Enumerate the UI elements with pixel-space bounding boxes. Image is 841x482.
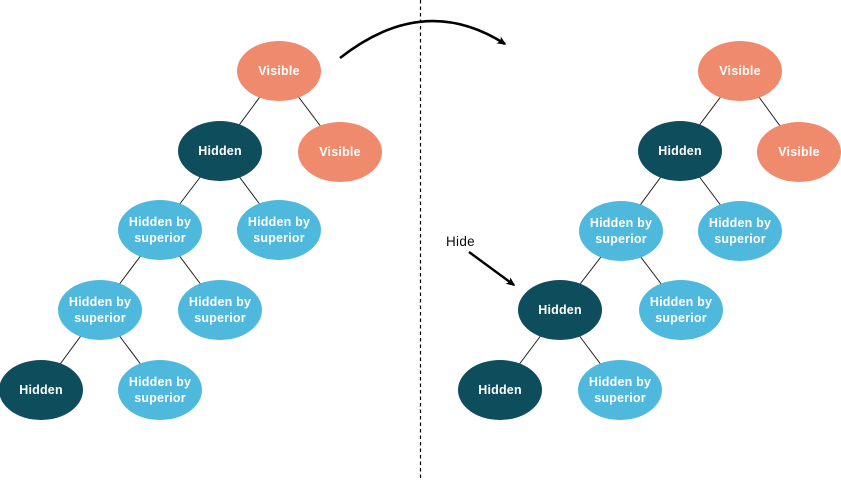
tree-node-hidden-by-superior: Hidden by superior	[237, 200, 321, 260]
tree-node-hidden: Hidden	[518, 280, 602, 340]
tree-node-hidden: Hidden	[458, 360, 542, 420]
tree-node-hidden: Hidden	[0, 360, 83, 420]
tree-node-visible: Visible	[237, 41, 321, 101]
tree-node-hidden-by-superior: Hidden by superior	[178, 280, 262, 340]
tree-node-hidden-by-superior: Hidden by superior	[118, 200, 202, 260]
tree-node-hidden: Hidden	[638, 121, 722, 181]
tree-node-visible: Visible	[298, 122, 382, 182]
tree-node-hidden-by-superior: Hidden by superior	[118, 360, 202, 420]
tree-node-hidden-by-superior: Hidden by superior	[579, 201, 663, 261]
tree-node-visible: Visible	[757, 122, 841, 182]
tree-node-hidden-by-superior: Hidden by superior	[639, 280, 723, 340]
hide-arrow	[468, 251, 516, 286]
tree-node-hidden-by-superior: Hidden by superior	[698, 201, 782, 261]
transform-curved-arrow	[339, 19, 507, 60]
tree-node-hidden-by-superior: Hidden by superior	[58, 280, 142, 340]
hide-annotation-label: Hide	[446, 234, 475, 249]
tree-node-hidden-by-superior: Hidden by superior	[578, 360, 662, 420]
tree-node-visible: Visible	[698, 41, 782, 101]
tree-node-hidden: Hidden	[178, 121, 262, 181]
